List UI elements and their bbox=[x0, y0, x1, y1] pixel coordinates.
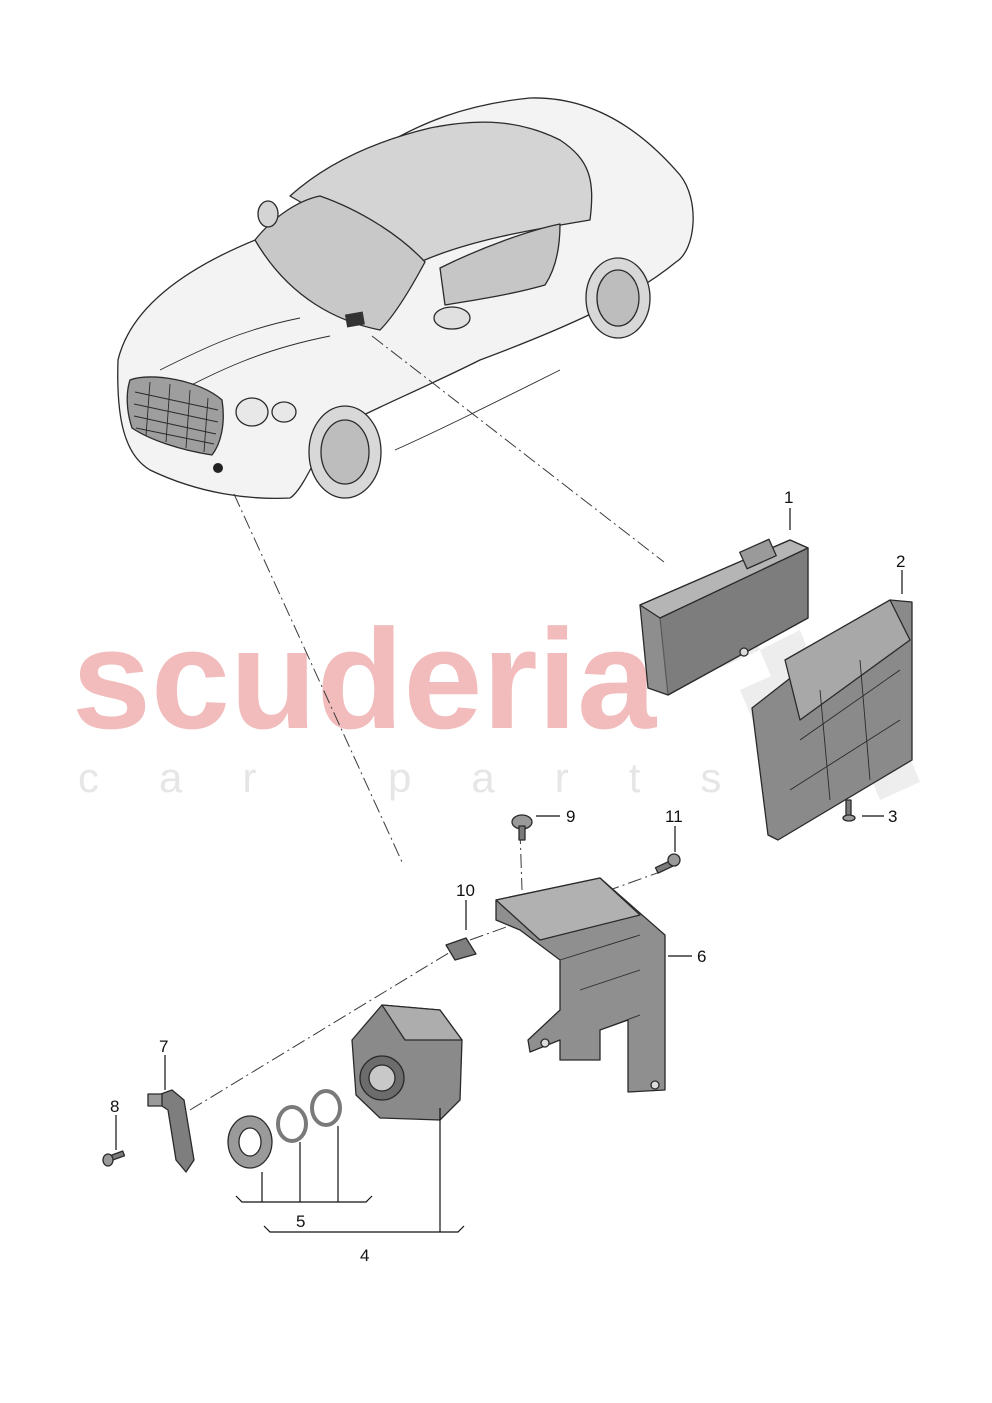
callout-2: 2 bbox=[896, 552, 905, 571]
rear-wheel bbox=[585, 257, 651, 339]
callout-8: 8 bbox=[110, 1097, 119, 1116]
camera-bracket-part bbox=[495, 877, 666, 1093]
grille-mesh bbox=[133, 381, 219, 453]
screw-8-part bbox=[102, 1150, 126, 1167]
callout-9: 9 bbox=[566, 807, 575, 826]
car-windshield bbox=[254, 195, 426, 331]
front-camera-marker bbox=[213, 463, 223, 473]
mirror-left bbox=[257, 200, 279, 228]
callout-3: 3 bbox=[888, 807, 897, 826]
callout-11: 11 bbox=[665, 807, 683, 826]
front-wheel bbox=[308, 405, 382, 499]
camera-module-marker bbox=[344, 311, 365, 328]
callout-labels: 1 2 3 4 5 6 7 8 9 10 11 bbox=[110, 488, 905, 1265]
callout-4: 4 bbox=[360, 1246, 369, 1265]
watermark-brand: scuderia bbox=[72, 600, 657, 759]
callout-6: 6 bbox=[697, 947, 706, 966]
car-illustration bbox=[117, 97, 694, 499]
car-grille bbox=[126, 376, 224, 456]
screw-3-part bbox=[842, 799, 856, 822]
callout-5: 5 bbox=[296, 1212, 305, 1231]
sealing-rings-part bbox=[227, 1089, 342, 1169]
screw-9-part bbox=[511, 814, 533, 841]
callout-1: 1 bbox=[784, 488, 793, 507]
screw-11-part bbox=[654, 853, 681, 874]
car-side-window bbox=[439, 223, 561, 306]
nut-10-part bbox=[445, 937, 477, 961]
camera-part bbox=[351, 1004, 463, 1121]
leader-lines bbox=[115, 508, 903, 1233]
callout-10: 10 bbox=[456, 881, 475, 900]
nozzle-part bbox=[147, 1089, 195, 1173]
headlight-left bbox=[235, 397, 269, 427]
watermark-tagline: car parts bbox=[78, 754, 781, 801]
bracket-part bbox=[751, 599, 913, 841]
headlight-right bbox=[271, 401, 297, 423]
control-unit-part bbox=[639, 538, 809, 696]
mirror-right bbox=[433, 306, 471, 330]
callout-7: 7 bbox=[159, 1037, 168, 1056]
